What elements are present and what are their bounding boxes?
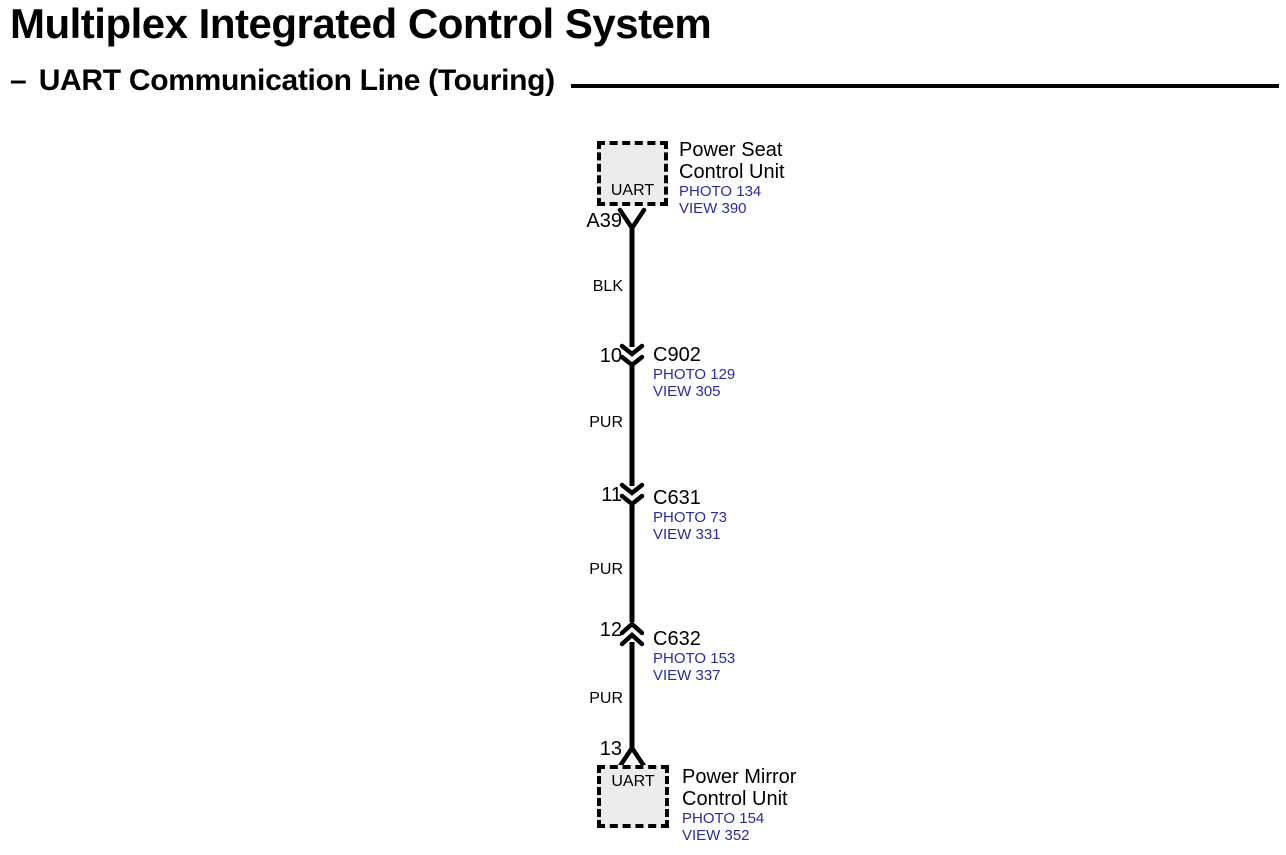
pin-label-13: 13 — [599, 738, 622, 760]
connector-caption-c632: C632 PHOTO 153 VIEW 337 — [653, 628, 735, 684]
view-link[interactable]: VIEW 390 — [679, 200, 747, 217]
pin-label-12: 12 — [599, 619, 622, 641]
unit-name-line1: Power Seat — [679, 139, 783, 161]
wire-color-label-pur-2: PUR — [589, 561, 623, 578]
pin-label-10: 10 — [599, 345, 622, 367]
subtitle-row: – UART Communication Line (Touring) — [10, 64, 1279, 98]
pin-label-11: 11 — [601, 484, 622, 506]
photo-link[interactable]: PHOTO 153 — [653, 650, 736, 667]
power-mirror-control-unit-box: UART — [597, 765, 669, 828]
wire-color-label-blk: BLK — [592, 278, 623, 295]
photo-link[interactable]: PHOTO 134 — [679, 183, 762, 200]
power-seat-control-unit-box: UART — [597, 141, 668, 206]
fork-connector-icon-13 — [617, 743, 647, 769]
chevron-down-icon-c902 — [619, 343, 645, 357]
connector-name: C902 — [653, 344, 701, 366]
photo-link[interactable]: PHOTO 73 — [653, 509, 727, 526]
page-subtitle: UART Communication Line (Touring) — [38, 64, 555, 97]
view-link[interactable]: VIEW 331 — [653, 526, 721, 543]
photo-link[interactable]: PHOTO 129 — [653, 366, 736, 383]
wire-color-label-pur-3: PUR — [589, 690, 623, 707]
view-link[interactable]: VIEW 352 — [682, 827, 750, 844]
connector-name: C631 — [653, 487, 701, 509]
chevron-up-icon-c632 — [619, 620, 645, 636]
subtitle-rule — [570, 84, 1279, 88]
subtitle-dash: – — [10, 64, 27, 97]
unit-name-line2: Control Unit — [682, 788, 788, 810]
unit-name-line1: Power Mirror — [682, 766, 797, 788]
view-link[interactable]: VIEW 305 — [653, 383, 721, 400]
view-link[interactable]: VIEW 337 — [653, 667, 721, 684]
connector-name: C632 — [653, 628, 701, 650]
connector-caption-c902: C902 PHOTO 129 VIEW 305 — [653, 344, 735, 400]
wiring-svg — [617, 207, 647, 769]
power-mirror-unit-caption: Power Mirror Control Unit PHOTO 154 VIEW… — [682, 766, 796, 844]
chevron-up-icon-c632 — [619, 631, 645, 647]
unit-name-line2: Control Unit — [679, 161, 785, 183]
uart-port-label-bottom: UART — [611, 773, 655, 790]
wire-color-label-pur-1: PUR — [589, 414, 623, 431]
power-seat-unit-caption: Power Seat Control Unit PHOTO 134 VIEW 3… — [679, 139, 785, 217]
page-title: Multiplex Integrated Control System — [10, 0, 712, 47]
fork-connector-icon-a39 — [617, 207, 647, 233]
pin-label-a39: A39 — [586, 210, 622, 232]
chevron-down-icon-c631 — [619, 482, 645, 496]
photo-link[interactable]: PHOTO 154 — [682, 810, 765, 827]
uart-port-label-top: UART — [610, 182, 655, 199]
connector-caption-c631: C631 PHOTO 73 VIEW 331 — [653, 487, 727, 543]
